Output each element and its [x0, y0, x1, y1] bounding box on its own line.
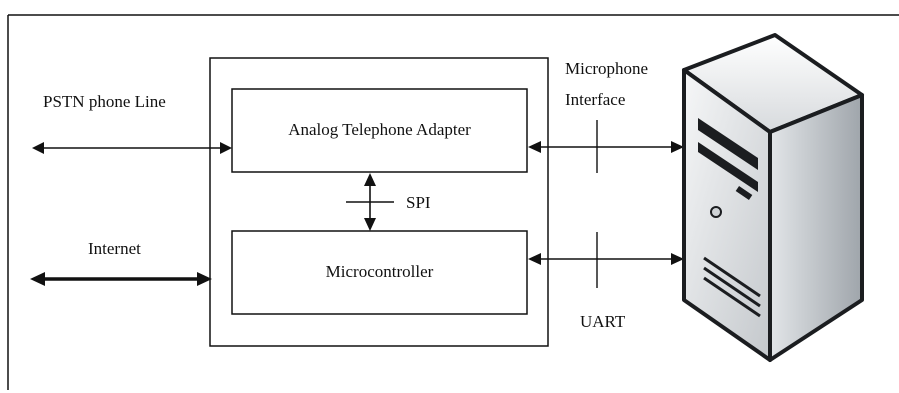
- internet-arrow: [30, 272, 212, 286]
- microphone-interface-arrow: [528, 120, 684, 173]
- spi-arrow: [346, 173, 394, 231]
- uart-arrow: [528, 232, 684, 288]
- mcu-block: [231, 230, 528, 315]
- desktop-tower-icon: [682, 33, 864, 362]
- internet-label: Internet: [88, 239, 141, 258]
- uart-label: UART: [580, 312, 626, 331]
- microphone-label: Microphone: [565, 59, 649, 78]
- mcu-block-label: Microcontroller: [325, 262, 434, 281]
- ata-block-label: Analog Telephone Adapter: [288, 120, 471, 139]
- spi-label: SPI: [406, 193, 431, 212]
- pstn-label: PSTN phone Line: [43, 92, 166, 111]
- pstn-arrow: [32, 142, 232, 154]
- interface-label: Interface: [565, 90, 626, 109]
- ata-block: [231, 88, 528, 173]
- system-enclosure: [209, 57, 549, 347]
